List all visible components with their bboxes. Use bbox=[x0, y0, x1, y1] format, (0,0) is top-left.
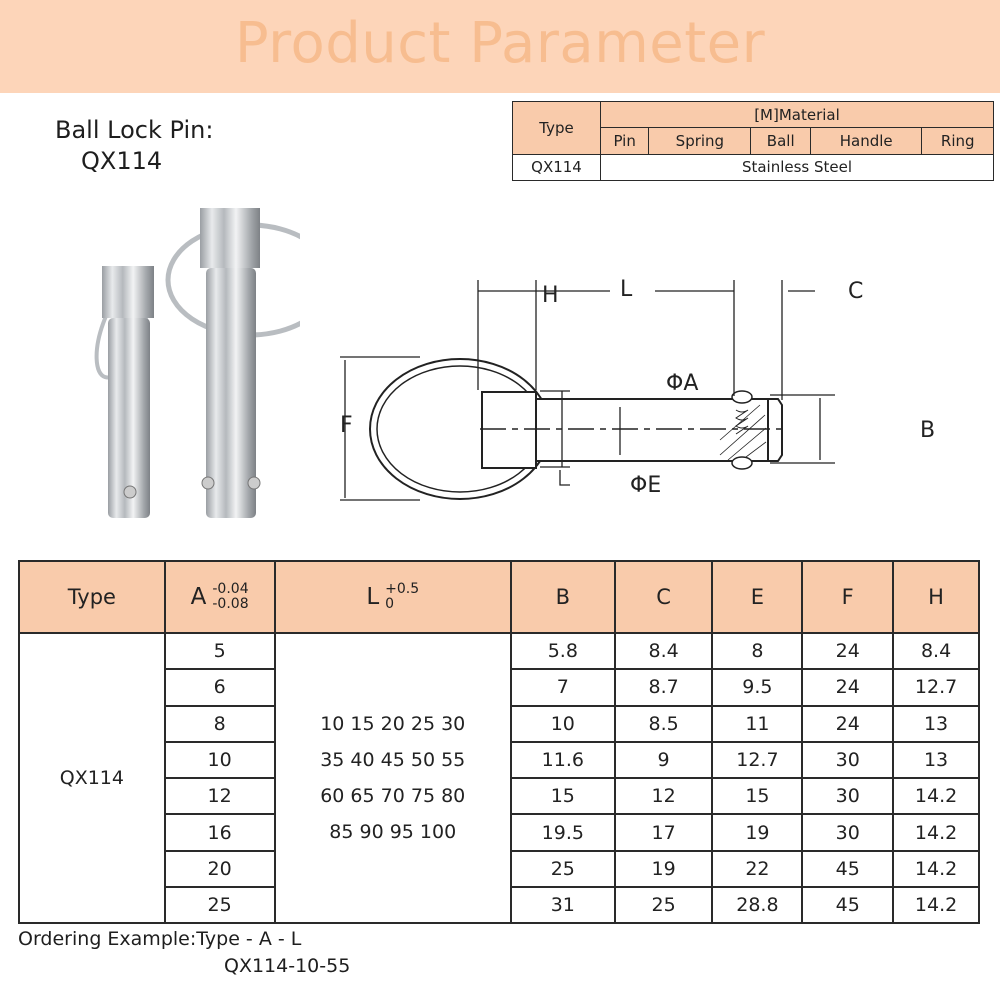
cell-E: 12.7 bbox=[711, 740, 804, 780]
col-A: A-0.04-0.08 bbox=[163, 560, 276, 634]
cell-A: 12 bbox=[163, 777, 276, 816]
title-banner: Product Parameter bbox=[0, 0, 1000, 93]
page-title: Product Parameter bbox=[234, 11, 766, 76]
cell-E: 9.5 bbox=[711, 668, 804, 707]
cell-C: 8.5 bbox=[613, 704, 714, 743]
cell-E: 15 bbox=[711, 777, 804, 816]
material-type-header: Type bbox=[512, 101, 601, 155]
col-C: C bbox=[613, 560, 714, 634]
col-type: Type bbox=[18, 560, 166, 634]
label-B: B bbox=[920, 418, 935, 443]
cell-C: 17 bbox=[613, 813, 714, 852]
cell-B: 5.8 bbox=[509, 631, 616, 671]
cell-C: 12 bbox=[613, 777, 714, 816]
type-cell: QX114 bbox=[18, 631, 166, 925]
cell-C: 19 bbox=[613, 849, 714, 889]
dimension-diagram: H L C F ΦA ΦE B bbox=[340, 277, 935, 501]
cell-F: 30 bbox=[801, 740, 895, 780]
cell-A: 5 bbox=[163, 631, 276, 671]
material-header: [M]Material bbox=[600, 100, 994, 129]
cell-F: 30 bbox=[801, 777, 895, 816]
cell-F: 24 bbox=[801, 631, 895, 671]
cell-H: 14.2 bbox=[892, 777, 980, 816]
cell-H: 14.2 bbox=[892, 813, 980, 852]
cell-H: 13 bbox=[892, 740, 980, 780]
cell-E: 22 bbox=[711, 849, 804, 889]
part-spring: Spring bbox=[648, 127, 752, 155]
part-ball: Ball bbox=[750, 127, 811, 155]
cell-F: 24 bbox=[801, 668, 895, 707]
product-code: QX114 bbox=[81, 147, 163, 175]
part-handle: Handle bbox=[809, 127, 923, 155]
cell-H: 14.2 bbox=[892, 886, 980, 925]
cell-F: 45 bbox=[801, 849, 895, 889]
ordering-label: Ordering Example:Type - A - L bbox=[18, 928, 302, 950]
col-F: F bbox=[801, 560, 895, 634]
cell-E: 8 bbox=[711, 631, 804, 671]
cell-B: 19.5 bbox=[509, 813, 616, 852]
label-C: C bbox=[848, 279, 863, 304]
cell-C: 9 bbox=[613, 740, 714, 780]
label-F: F bbox=[340, 413, 353, 438]
label-phiE: ΦE bbox=[630, 473, 661, 498]
cell-B: 10 bbox=[509, 704, 616, 743]
cell-B: 11.6 bbox=[509, 740, 616, 780]
cell-A: 20 bbox=[163, 849, 276, 889]
cell-A: 8 bbox=[163, 704, 276, 743]
col-B: B bbox=[509, 560, 616, 634]
product-label: Ball Lock Pin: QX114 bbox=[55, 115, 213, 177]
cell-C: 8.7 bbox=[613, 668, 714, 707]
cell-H: 14.2 bbox=[892, 849, 980, 889]
material-value: Stainless Steel bbox=[600, 153, 994, 182]
cell-F: 30 bbox=[801, 813, 895, 852]
cell-B: 7 bbox=[509, 668, 616, 707]
cell-H: 12.7 bbox=[892, 668, 980, 707]
cell-H: 13 bbox=[892, 704, 980, 743]
material-table: Type [M]Material Pin Spring Ball Handle … bbox=[512, 100, 994, 182]
cell-E: 19 bbox=[711, 813, 804, 852]
label-H: H bbox=[542, 283, 559, 308]
cell-H: 8.4 bbox=[892, 631, 980, 671]
cell-A: 25 bbox=[163, 886, 276, 925]
cell-A: 16 bbox=[163, 813, 276, 852]
ordering-example: Ordering Example:Type - A - L QX114-10-5… bbox=[18, 926, 350, 980]
cell-C: 25 bbox=[613, 886, 714, 925]
product-photo bbox=[94, 208, 300, 518]
product-name: Ball Lock Pin: bbox=[55, 116, 214, 144]
material-type-value: QX114 bbox=[512, 153, 601, 182]
col-E: E bbox=[711, 560, 804, 634]
label-phiA: ΦA bbox=[666, 371, 698, 396]
label-L: L bbox=[620, 277, 633, 302]
cell-B: 25 bbox=[509, 849, 616, 889]
part-pin: Pin bbox=[599, 127, 650, 155]
cell-F: 45 bbox=[801, 886, 895, 925]
dimension-labels: H L C F ΦA ΦE B bbox=[340, 277, 935, 498]
cell-F: 24 bbox=[801, 704, 895, 743]
part-ring: Ring bbox=[921, 127, 994, 155]
col-H: H bbox=[892, 560, 980, 634]
cell-C: 8.4 bbox=[613, 631, 714, 671]
ordering-code: QX114-10-55 bbox=[224, 955, 351, 977]
cell-A: 10 bbox=[163, 740, 276, 780]
cell-B: 31 bbox=[509, 886, 616, 925]
cell-A: 6 bbox=[163, 668, 276, 707]
cell-E: 11 bbox=[711, 704, 804, 743]
cell-E: 28.8 bbox=[711, 886, 804, 925]
cell-B: 15 bbox=[509, 777, 616, 816]
